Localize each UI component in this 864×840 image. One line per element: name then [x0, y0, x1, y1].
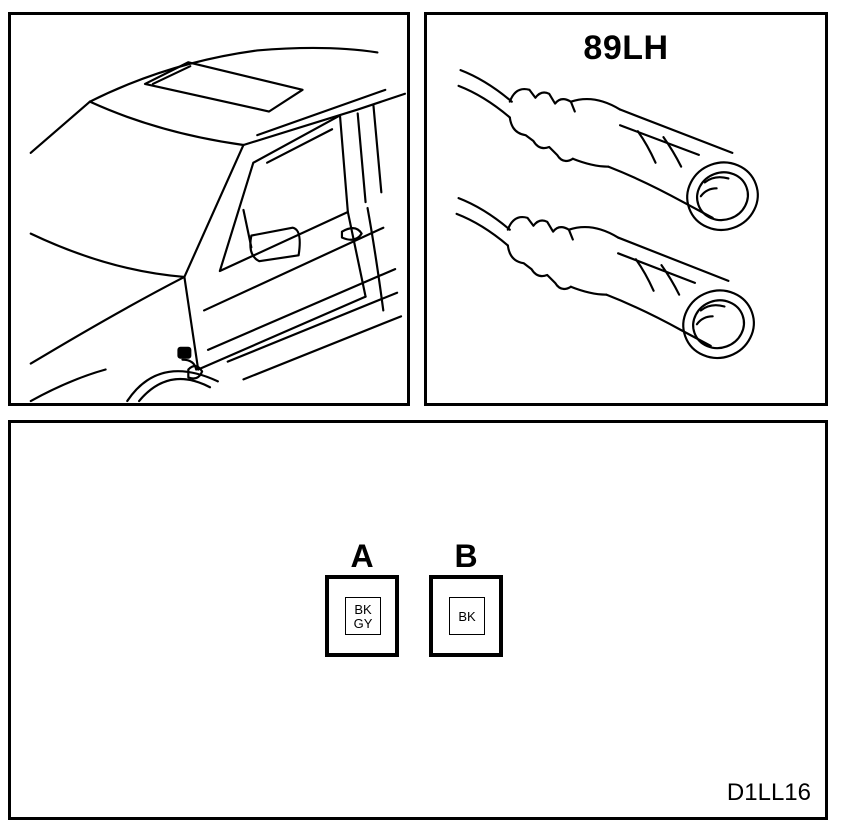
pinout-panel: A BK GY B BK D1LL16 [8, 420, 828, 820]
cavity-b-wire-color-1: BK [458, 609, 476, 624]
connector-view-panel: 89LH [424, 12, 828, 406]
lower-connector-drawing [455, 197, 755, 360]
cavity-a-letter: A [350, 538, 374, 574]
cavity-b: B BK [429, 539, 503, 657]
vehicle-location-panel [8, 12, 410, 406]
cavity-b-outline: BK [429, 575, 503, 657]
cavity-a-wire-color-1: BK [354, 602, 372, 617]
diagram-code: D1LL16 [726, 779, 811, 806]
cavity-b-wire-label: BK [449, 597, 485, 635]
cavity-a-outline: BK GY [325, 575, 399, 657]
upper-connector-drawing [457, 69, 759, 231]
connector-illustration [455, 69, 759, 360]
cavity-a: A BK GY [325, 539, 399, 657]
cavity-b-letter: B [454, 538, 478, 574]
cavity-a-wire-label: BK GY [345, 597, 381, 635]
cavity-a-wire-color-2: GY [353, 616, 373, 631]
vehicle-illustration [29, 46, 407, 403]
connector-label: 89LH [583, 29, 669, 67]
